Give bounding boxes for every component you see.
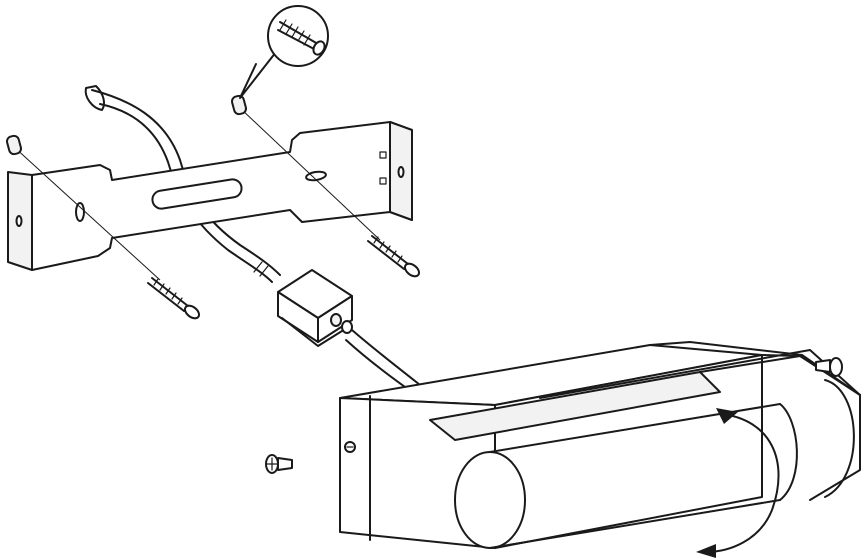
rotation-arrow-icon xyxy=(696,408,780,558)
screw-detail-icon xyxy=(277,19,326,56)
lamp-body xyxy=(339,341,861,549)
wall-plug-left xyxy=(5,134,23,156)
set-screw-left xyxy=(265,454,293,474)
wall-plug xyxy=(5,94,248,156)
wood-screw-right xyxy=(367,235,421,278)
set-screw-right xyxy=(815,357,843,377)
wall-bracket xyxy=(7,121,413,271)
screw-detail-callout xyxy=(239,5,329,99)
junction-box xyxy=(277,269,353,347)
wood-screw-left xyxy=(147,277,201,320)
alignment-lines xyxy=(12,107,381,281)
wall-plug-right xyxy=(230,94,248,116)
